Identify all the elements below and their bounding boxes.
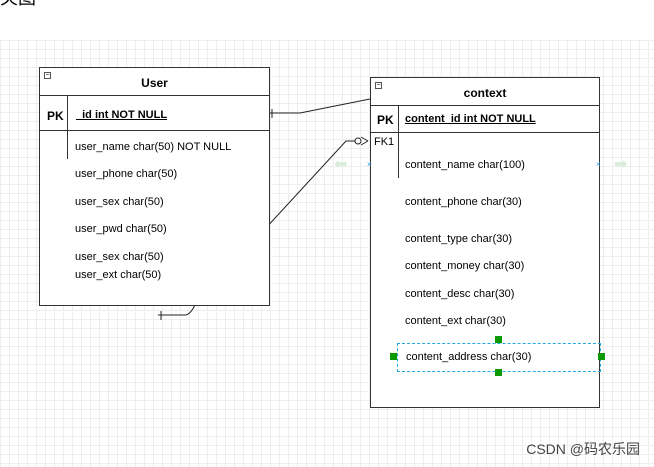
context-field: content_money char(30) <box>405 260 525 272</box>
watermark: CSDN @码农乐园 <box>526 441 640 457</box>
page-heading-fragment: 关图 <box>0 0 36 8</box>
resize-handle-bottom[interactable] <box>495 369 502 376</box>
context-field-selected[interactable]: content_address char(30) <box>406 351 532 363</box>
pk-label: PK <box>47 109 64 123</box>
user-field: user_sex char(50) <box>75 251 164 263</box>
user-field: user_phone char(50) <box>75 168 178 180</box>
context-table[interactable]: − context PK content_id int NOT NULL FK1… <box>370 77 601 408</box>
fk-label: FK1 <box>374 136 395 148</box>
divider <box>40 95 269 96</box>
user-field: user_ext char(50) <box>75 269 162 281</box>
collapse-icon[interactable]: − <box>44 72 51 79</box>
divider <box>371 132 599 133</box>
link-user-context-pk <box>270 98 371 114</box>
connection-point-icon[interactable]: × <box>596 160 601 169</box>
context-table-title: context <box>463 86 507 100</box>
user-field: user_name char(50) NOT NULL <box>75 141 232 153</box>
context-pk-field: content_id int NOT NULL <box>405 113 536 125</box>
crowfoot-marker <box>360 136 369 146</box>
context-field: content_desc char(30) <box>405 288 515 300</box>
key-column-divider <box>67 95 68 159</box>
connect-right-arrow-icon[interactable]: ➡ <box>614 156 628 173</box>
connection-point-icon[interactable]: × <box>367 160 372 169</box>
collapse-icon[interactable]: − <box>375 82 382 89</box>
user-field: user_pwd char(50) <box>75 223 167 235</box>
resize-handle-left[interactable] <box>390 353 397 360</box>
resize-handle-top[interactable] <box>495 336 502 343</box>
user-field: user_sex char(50) <box>75 196 164 208</box>
context-field: content_type char(30) <box>405 233 513 245</box>
user-pk-field: _id int NOT NULL <box>76 109 168 121</box>
zero-marker <box>354 137 362 145</box>
user-table[interactable]: − User PK _id int NOT NULL user_name cha… <box>39 67 270 306</box>
divider <box>371 105 599 106</box>
key-column-divider <box>398 105 399 178</box>
context-field: content_name char(100) <box>405 159 525 171</box>
context-field: content_phone char(30) <box>405 196 522 208</box>
resize-handle-right[interactable] <box>598 353 605 360</box>
pk-label: PK <box>377 113 394 127</box>
user-table-title: User <box>141 76 168 90</box>
divider <box>40 130 269 131</box>
connect-left-arrow-icon[interactable]: ⬅ <box>334 156 348 173</box>
context-field: content_ext char(30) <box>405 315 506 327</box>
